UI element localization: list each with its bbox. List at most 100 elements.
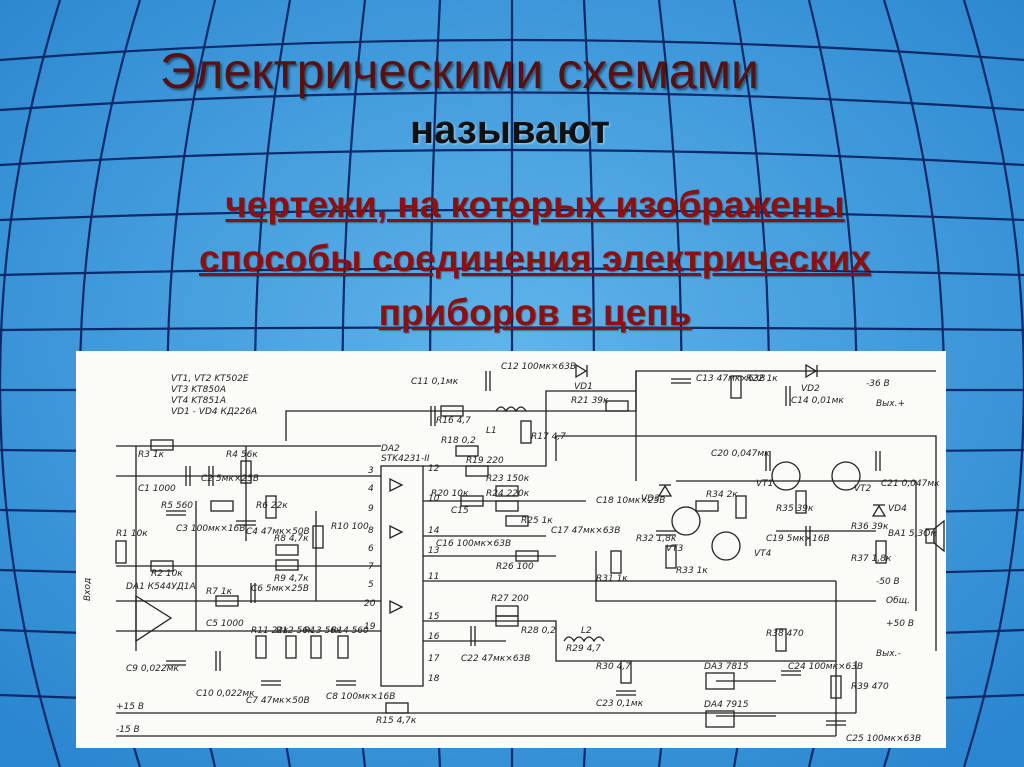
- svg-text:R38 470: R38 470: [766, 629, 804, 639]
- svg-text:R16 4,7: R16 4,7: [436, 416, 471, 426]
- svg-text:R23 150к: R23 150к: [486, 474, 530, 484]
- schematic-legend: VT1, VT2 KT502E VT3 KT850A VT4 KT851A VD…: [171, 374, 257, 417]
- definition-line: способы соединения электрических: [199, 238, 871, 279]
- slide-subtitle: называют: [410, 108, 610, 152]
- svg-text:R37 1,8к: R37 1,8к: [851, 554, 892, 564]
- svg-text:9: 9: [368, 504, 374, 514]
- svg-text:R9 4,7к: R9 4,7к: [274, 574, 309, 584]
- svg-text:R20 10к: R20 10к: [431, 489, 469, 499]
- svg-text:Вых.-: Вых.-: [876, 649, 901, 659]
- svg-text:-36 В: -36 В: [866, 379, 890, 389]
- svg-text:C23 0,1мк: C23 0,1мк: [596, 699, 644, 709]
- svg-text:C9 0,022мк: C9 0,022мк: [126, 664, 179, 674]
- svg-text:R12 56к: R12 56к: [276, 626, 314, 636]
- svg-text:R5 560: R5 560: [161, 501, 193, 511]
- svg-text:18: 18: [428, 674, 440, 684]
- svg-text:R25 1к: R25 1к: [521, 516, 553, 526]
- svg-text:DA4 7915: DA4 7915: [704, 700, 749, 710]
- definition-line: чертежи, на которых изображены: [225, 184, 845, 225]
- svg-text:C17 47мк×63В: C17 47мк×63В: [551, 526, 620, 536]
- svg-text:C14 0,01мк: C14 0,01мк: [791, 396, 844, 406]
- svg-text:DA3 7815: DA3 7815: [704, 662, 749, 672]
- svg-text:VD2: VD2: [801, 384, 820, 394]
- svg-text:+50 В: +50 В: [886, 619, 914, 629]
- svg-text:R29 4,7: R29 4,7: [566, 644, 601, 654]
- legend-line: VT3 KT850A: [171, 385, 226, 395]
- svg-text:VT3: VT3: [666, 544, 684, 554]
- svg-text:R13 56к: R13 56к: [304, 626, 342, 636]
- svg-text:C19 5мк×16В: C19 5мк×16В: [766, 534, 830, 544]
- svg-text:R19 220: R19 220: [466, 456, 504, 466]
- svg-text:C24 100мк×63В: C24 100мк×63В: [788, 662, 863, 672]
- svg-text:R14 560: R14 560: [331, 626, 369, 636]
- svg-text:R34 2к: R34 2к: [706, 490, 738, 500]
- svg-text:C13 47мк×63В: C13 47мк×63В: [696, 374, 765, 384]
- svg-text:6: 6: [368, 544, 374, 554]
- svg-text:VT2: VT2: [854, 484, 872, 494]
- svg-text:11: 11: [428, 572, 439, 582]
- svg-text:Вход: Вход: [83, 578, 93, 601]
- circuit-schematic: VT1, VT2 KT502E VT3 KT850A VT4 KT851A VD…: [76, 351, 946, 748]
- slide-title: Электрическими схемами: [160, 43, 759, 99]
- chip-pin-numbers: 3 4 9 8 6 7 5 20 19 12 10 14 13 11 15 16…: [364, 464, 440, 684]
- svg-text:R8 4,7к: R8 4,7к: [274, 534, 309, 544]
- svg-text:16: 16: [428, 632, 440, 642]
- svg-text:10: 10: [428, 494, 440, 504]
- svg-text:C25 100мк×63В: C25 100мк×63В: [846, 734, 921, 744]
- svg-text:R27 200: R27 200: [491, 594, 529, 604]
- svg-text:C2 5мк×25В: C2 5мк×25В: [201, 474, 259, 484]
- chip-label: DA2 STK4231-II: [381, 444, 430, 464]
- svg-text:C21 0,047мк: C21 0,047мк: [881, 479, 940, 489]
- svg-text:C18 10мк×25В: C18 10мк×25В: [596, 496, 665, 506]
- svg-text:C15: C15: [451, 506, 469, 516]
- svg-text:C22 47мк×63В: C22 47мк×63В: [461, 654, 530, 664]
- legend-line: VT1, VT2 KT502E: [171, 374, 249, 384]
- svg-text:R15 4,7к: R15 4,7к: [376, 716, 417, 726]
- svg-text:20: 20: [364, 599, 376, 609]
- schematic-drawing: VT1, VT2 KT502E VT3 KT850A VT4 KT851A VD…: [83, 362, 945, 744]
- svg-text:C6 5мк×25В: C6 5мк×25В: [251, 584, 309, 594]
- svg-text:14: 14: [428, 526, 440, 536]
- svg-text:19: 19: [364, 622, 376, 632]
- svg-text:Общ.: Общ.: [886, 596, 910, 606]
- svg-text:3: 3: [368, 466, 374, 476]
- svg-text:8: 8: [368, 526, 374, 536]
- svg-text:-15 В: -15 В: [116, 725, 140, 735]
- svg-text:R11 22к: R11 22к: [251, 626, 289, 636]
- svg-text:7: 7: [368, 562, 374, 572]
- svg-text:VT4: VT4: [754, 549, 772, 559]
- svg-text:DA1 К544УД1А: DA1 К544УД1А: [126, 582, 196, 592]
- svg-text:C5 1000: C5 1000: [206, 619, 244, 629]
- definition-text: чертежи, на которых изображены способы с…: [120, 178, 950, 340]
- svg-text:R2 10к: R2 10к: [151, 569, 183, 579]
- svg-text:STK4231-II: STK4231-II: [381, 454, 430, 464]
- svg-text:4: 4: [368, 484, 374, 494]
- svg-text:R4 56к: R4 56к: [226, 450, 258, 460]
- svg-text:5: 5: [368, 580, 374, 590]
- svg-text:R6 22к: R6 22к: [256, 501, 288, 511]
- svg-text:17: 17: [428, 654, 440, 664]
- svg-text:R18 0,2: R18 0,2: [441, 436, 476, 446]
- svg-text:R7 1к: R7 1к: [206, 587, 233, 597]
- svg-text:C20 0,047мк: C20 0,047мк: [711, 449, 770, 459]
- svg-text:R33 1к: R33 1к: [676, 566, 708, 576]
- svg-text:R31 1к: R31 1к: [596, 574, 628, 584]
- svg-text:VD3: VD3: [641, 494, 660, 504]
- svg-text:15: 15: [428, 612, 440, 622]
- svg-text:VD4: VD4: [888, 504, 907, 514]
- svg-text:C7 47мк×50В: C7 47мк×50В: [246, 696, 310, 706]
- svg-text:R24 220к: R24 220к: [486, 489, 530, 499]
- svg-text:13: 13: [428, 546, 440, 556]
- terminal-labels: Вход +15 В -15 В -36 В Вых.+ -50 В Общ. …: [83, 379, 914, 735]
- svg-text:C4 47мк×50В: C4 47мк×50В: [246, 527, 310, 537]
- svg-text:VT1: VT1: [756, 479, 773, 489]
- svg-text:C11 0,1мк: C11 0,1мк: [411, 377, 459, 387]
- legend-line: VT4 KT851A: [171, 396, 226, 406]
- svg-text:R3 1к: R3 1к: [138, 450, 165, 460]
- svg-text:-50 В: -50 В: [876, 577, 900, 587]
- svg-text:L1: L1: [486, 426, 497, 436]
- svg-text:R35 39к: R35 39к: [776, 504, 814, 514]
- svg-text:R1 10к: R1 10к: [116, 529, 148, 539]
- svg-text:Вых.+: Вых.+: [876, 399, 905, 409]
- svg-text:R32 1,8к: R32 1,8к: [636, 534, 677, 544]
